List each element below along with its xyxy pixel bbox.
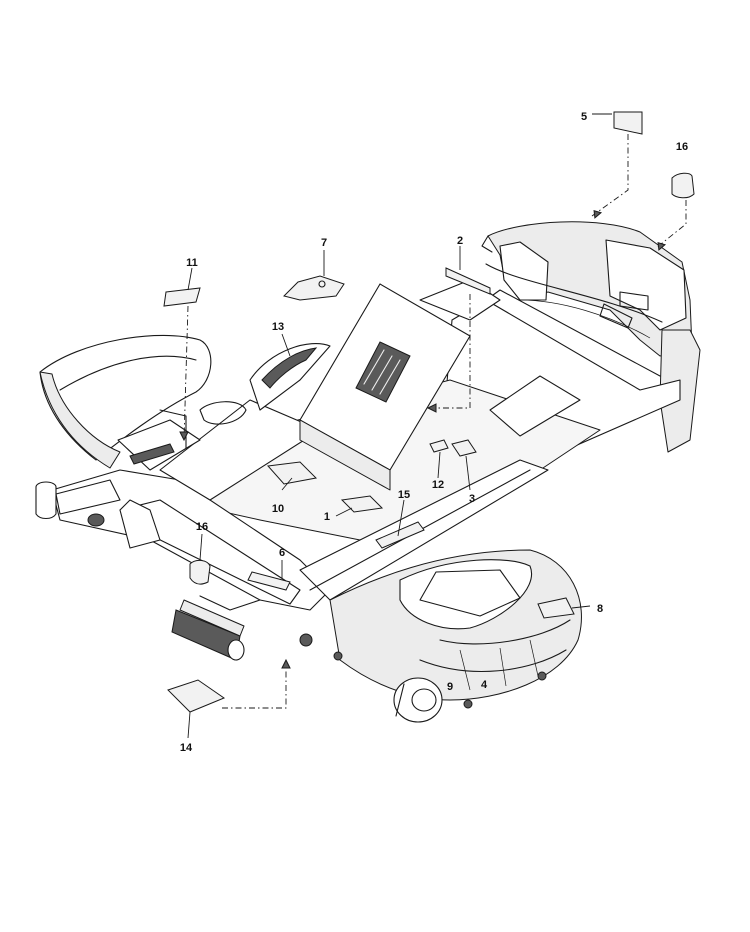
- callout-16-top: 16: [676, 141, 688, 153]
- callout-1: 1: [324, 511, 330, 523]
- arrowheads: [179, 210, 667, 669]
- decal-16-left: [189, 559, 211, 585]
- callout-15: 15: [398, 489, 410, 501]
- callout-12: 12: [432, 479, 444, 491]
- callout-16-left: 16: [196, 521, 208, 533]
- callout-6: 6: [279, 547, 285, 559]
- control-lever-assembly: [117, 409, 201, 471]
- callout-13: 13: [272, 321, 284, 333]
- decal-12: [429, 439, 449, 453]
- seat-cushion: [39, 334, 212, 469]
- callout-labels: 1 2 3 4 5 6 7 8 9 10 11 12 13 14 15 16 1…: [180, 111, 688, 754]
- decal-7: [283, 275, 345, 301]
- decal-6: [247, 571, 291, 591]
- callout-4: 4: [481, 679, 488, 691]
- decal-14: [167, 679, 226, 713]
- decal-11: [163, 287, 201, 307]
- decal-16-top: [671, 172, 695, 199]
- decal-5: [613, 111, 643, 135]
- mower-deck: [299, 549, 582, 723]
- callout-2: 2: [457, 235, 463, 247]
- leader-lines: [183, 113, 687, 739]
- rear-fender-body: [481, 221, 701, 453]
- callout-7: 7: [321, 237, 327, 249]
- front-caster-left: [35, 479, 121, 527]
- callout-8: 8: [597, 603, 603, 615]
- decal-10: [266, 461, 318, 485]
- decal-2: [445, 267, 491, 295]
- callout-11: 11: [186, 257, 198, 269]
- callout-9: 9: [447, 681, 453, 693]
- decals: [163, 111, 695, 713]
- callout-14: 14: [180, 742, 193, 754]
- front-roller: [171, 595, 261, 661]
- decal-3: [451, 439, 477, 457]
- callout-3: 3: [469, 493, 475, 505]
- decal-8: [537, 597, 575, 619]
- decal-15: [375, 521, 425, 549]
- callout-5: 5: [581, 111, 587, 123]
- fuel-tank: [199, 343, 331, 425]
- callout-10: 10: [272, 503, 284, 515]
